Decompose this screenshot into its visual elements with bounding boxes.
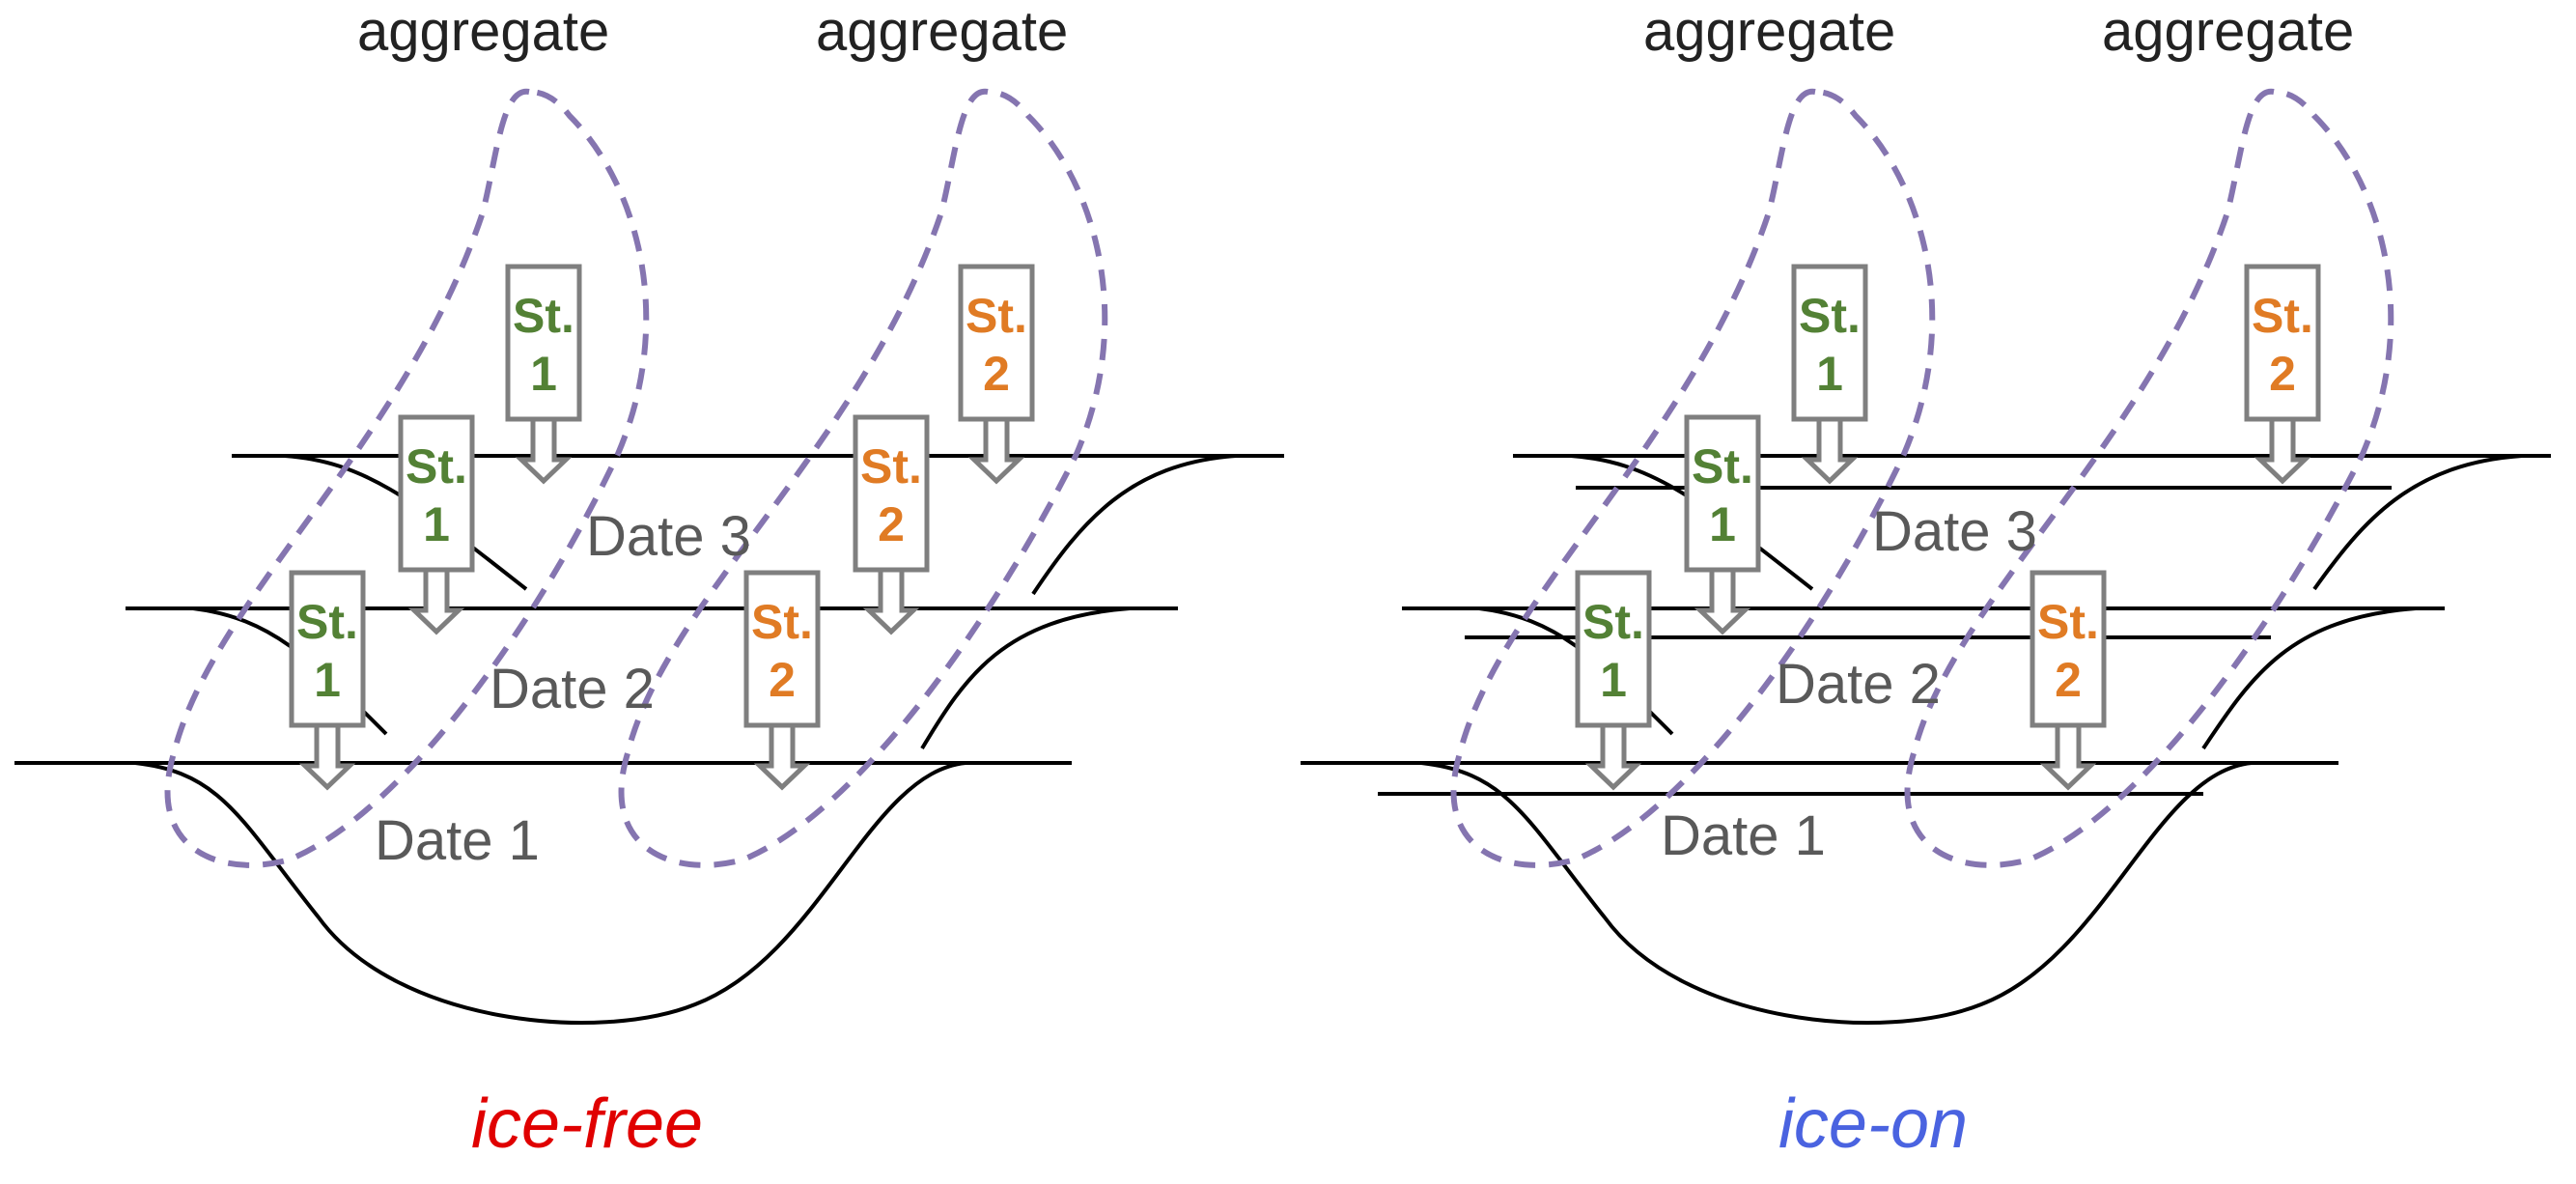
svg-text:1: 1 (1816, 347, 1843, 401)
aggregate-hull-station1 (164, 88, 650, 868)
probe-station1-date3: St. 1 (508, 267, 579, 481)
probe-station2-date3: St. 2 (961, 267, 1032, 481)
aggregate-hull-station1 (1450, 88, 1936, 868)
probe-station1-date2: St. 1 (401, 417, 472, 632)
svg-text:St.: St. (1692, 439, 1753, 493)
svg-text:1: 1 (1709, 497, 1736, 551)
caption-ice-free: ice-free (471, 1085, 703, 1163)
probe-station2-date1: St. 2 (2032, 573, 2104, 787)
aggregate-hull-station2 (1904, 88, 2394, 868)
svg-text:St.: St. (296, 595, 358, 649)
aggregate-label-station2: aggregate (2102, 0, 2354, 63)
date-label-1: Date 1 (375, 809, 540, 872)
date-label-3: Date 3 (1872, 500, 2037, 563)
svg-text:2: 2 (769, 653, 796, 707)
svg-text:1: 1 (530, 347, 557, 401)
probe-station1-date3: St. 1 (1794, 267, 1865, 481)
probe-station2-date3: St. 2 (2247, 267, 2318, 481)
svg-text:St.: St. (513, 289, 574, 343)
date-label-2: Date 2 (490, 658, 655, 720)
svg-text:2: 2 (983, 347, 1010, 401)
svg-text:St.: St. (2037, 595, 2099, 649)
aggregate-label-station2: aggregate (816, 0, 1068, 63)
svg-text:2: 2 (878, 497, 905, 551)
svg-text:1: 1 (314, 653, 341, 707)
svg-text:St.: St. (1582, 595, 1644, 649)
svg-text:St.: St. (406, 439, 467, 493)
aggregate-label-station1: aggregate (357, 0, 609, 63)
panel-ice-on: St. 1 St. 1 St. 1 St. 2 St. 2 Date 3 Dat… (1301, 0, 2551, 1163)
date-label-2: Date 2 (1776, 653, 1941, 716)
svg-text:1: 1 (423, 497, 450, 551)
probe-station1-date1: St. 1 (1578, 573, 1649, 787)
svg-text:1: 1 (1600, 653, 1627, 707)
svg-text:St.: St. (966, 289, 1027, 343)
svg-text:2: 2 (2055, 653, 2082, 707)
probe-station1-date1: St. 1 (292, 573, 363, 787)
date-label-1: Date 1 (1661, 804, 1826, 867)
aggregate-hull-station2 (618, 88, 1108, 868)
caption-ice-on: ice-on (1778, 1085, 1968, 1163)
svg-text:2: 2 (2269, 347, 2296, 401)
aggregate-label-station1: aggregate (1643, 0, 1895, 63)
svg-text:St.: St. (2252, 289, 2313, 343)
probe-station2-date1: St. 2 (746, 573, 818, 787)
probe-station2-date2: St. 2 (855, 417, 927, 632)
date-label-3: Date 3 (586, 505, 751, 568)
svg-text:St.: St. (860, 439, 922, 493)
svg-text:St.: St. (751, 595, 813, 649)
probe-station1-date2: St. 1 (1687, 417, 1758, 632)
panel-ice-free: St. 1 St. 1 St. 1 St. 2 St. 2 St. 2 (14, 0, 1284, 1163)
svg-text:St.: St. (1799, 289, 1861, 343)
